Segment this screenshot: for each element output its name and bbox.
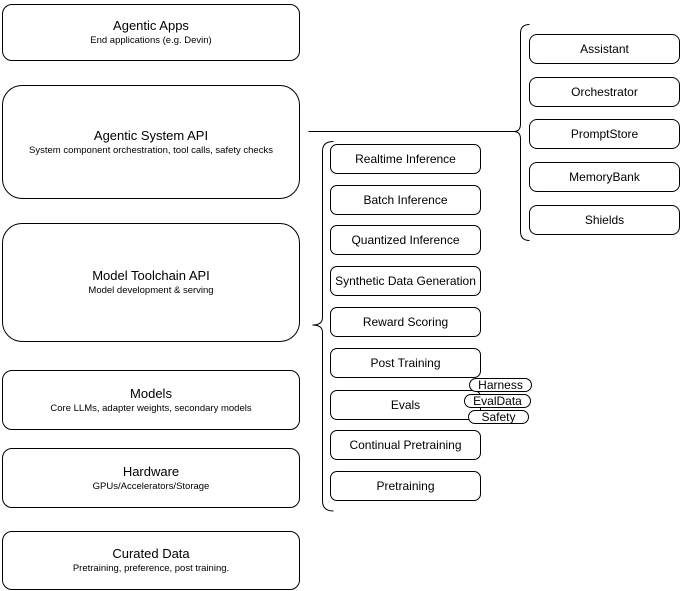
node-models: Models Core LLMs, adapter weights, secon…: [2, 370, 300, 430]
component-label: Orchestrator: [571, 85, 638, 99]
toolchain-item-realtime-inference: Realtime Inference: [330, 144, 481, 174]
node-subtitle: Pretraining, preference, post training.: [72, 563, 230, 574]
eval-tag-label: Safety: [481, 409, 516, 424]
toolchain-item-label: Post Training: [370, 356, 441, 370]
toolchain-item-label: Reward Scoring: [362, 315, 449, 329]
component-assistant: Assistant: [529, 34, 680, 64]
component-promptstore: PromptStore: [529, 119, 680, 149]
toolchain-item-reward-scoring: Reward Scoring: [330, 307, 481, 337]
toolchain-item-continual-pretraining: Continual Pretraining: [330, 430, 481, 460]
node-title: Hardware: [122, 463, 180, 479]
node-title: Agentic Apps: [113, 18, 189, 33]
node-title: Curated Data: [112, 546, 190, 561]
eval-tag-evaldata: EvalData: [464, 394, 531, 408]
component-label: PromptStore: [570, 127, 639, 141]
component-orchestrator: Orchestrator: [529, 77, 680, 107]
toolchain-item-label: Continual Pretraining: [349, 438, 462, 452]
toolchain-item-label: Pretraining: [376, 479, 435, 493]
toolchain-item-synthetic-data-generation: Synthetic Data Generation: [330, 266, 481, 296]
node-curated-data: Curated Data Pretraining, preference, po…: [2, 531, 300, 590]
toolchain-item-evals: Evals: [330, 390, 481, 420]
toolchain-item-post-training: Post Training: [330, 348, 481, 378]
toolchain-item-pretraining: Pretraining: [330, 471, 481, 501]
node-model-toolchain-api: Model Toolchain API Model development & …: [2, 223, 300, 342]
node-agentic-apps: Agentic Apps End applications (e.g. Devi…: [2, 4, 300, 61]
system-components-brace: [513, 24, 530, 241]
node-subtitle: System component orchestration, tool cal…: [29, 144, 273, 156]
component-label: Assistant: [580, 42, 629, 56]
toolchain-item-label: Batch Inference: [363, 193, 448, 207]
toolchain-item-label: Evals: [390, 398, 421, 412]
node-hardware: Hardware GPUs/Accelerators/Storage: [2, 448, 300, 508]
node-title: Models: [130, 385, 172, 401]
component-label: MemoryBank: [569, 170, 640, 184]
toolchain-item-quantized-inference: Quantized Inference: [330, 225, 481, 255]
toolchain-item-batch-inference: Batch Inference: [330, 185, 481, 215]
eval-tag-harness: Harness: [469, 378, 532, 392]
node-title: Model Toolchain API: [92, 268, 210, 283]
component-memorybank: MemoryBank: [529, 162, 680, 192]
node-agentic-system-api: Agentic System API System component orch…: [2, 85, 300, 199]
node-subtitle: Model development & serving: [88, 285, 214, 296]
node-subtitle: Core LLMs, adapter weights, secondary mo…: [50, 402, 252, 414]
node-subtitle: End applications (e.g. Devin): [90, 35, 212, 46]
toolchain-item-label: Realtime Inference: [355, 152, 456, 166]
eval-tag-label: EvalData: [473, 393, 522, 408]
eval-tag-safety: Safety: [468, 410, 529, 424]
component-label: Shields: [584, 213, 625, 227]
eval-tag-label: Harness: [478, 377, 523, 392]
node-subtitle: GPUs/Accelerators/Storage: [92, 480, 210, 492]
component-shields: Shields: [529, 205, 680, 235]
toolchain-item-label: Quantized Inference: [351, 233, 460, 247]
toolchain-item-label: Synthetic Data Generation: [335, 274, 476, 288]
node-title: Agentic System API: [93, 127, 209, 143]
